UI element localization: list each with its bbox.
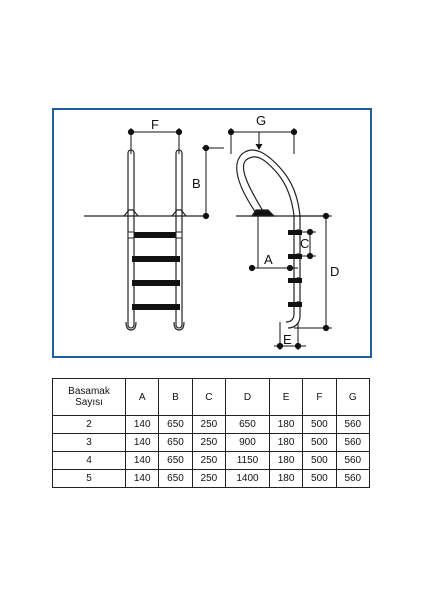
cell: 250 <box>191 451 227 470</box>
anchor-base <box>250 209 276 217</box>
cell: 180 <box>268 451 304 470</box>
label-b: B <box>192 176 201 191</box>
cell: 250 <box>191 469 227 488</box>
table-row: 4 140 650 250 1150 180 500 560 <box>52 451 371 470</box>
left-flange <box>123 209 139 217</box>
right-flange <box>171 209 187 217</box>
cell: 560 <box>335 469 371 488</box>
label-d: D <box>330 264 339 279</box>
label-c: C <box>300 236 309 251</box>
cell: 140 <box>124 469 160 488</box>
header-step-count: Basamak Sayısı <box>52 378 126 416</box>
cell: 560 <box>335 433 371 452</box>
step-4 <box>132 304 180 310</box>
header-step-count-line1: Basamak <box>68 386 110 397</box>
cell: 560 <box>335 451 371 470</box>
side-step-3 <box>288 278 302 283</box>
dimension-d <box>294 212 332 332</box>
cell: 650 <box>158 469 193 488</box>
cell: 500 <box>302 451 337 470</box>
header-c: C <box>191 378 227 416</box>
cell: 500 <box>302 433 337 452</box>
dimension-a <box>248 216 298 272</box>
header-g: G <box>335 378 371 416</box>
header-b: B <box>158 378 193 416</box>
cell: 250 <box>191 415 227 434</box>
handrail-inner <box>242 156 295 323</box>
table-row: 5 140 650 250 1400 180 500 560 <box>52 469 371 488</box>
ladder-diagram-frame: F B <box>52 108 372 358</box>
cell: 900 <box>225 433 270 452</box>
header-a: A <box>124 378 160 416</box>
cell: 180 <box>268 469 304 488</box>
cell: 140 <box>124 415 160 434</box>
header-f: F <box>302 378 337 416</box>
header-step-count-line2: Sayısı <box>75 397 103 408</box>
cell: 140 <box>124 433 160 452</box>
dimension-b <box>202 144 224 220</box>
table-row: 3 140 650 250 900 180 500 560 <box>52 433 371 452</box>
dimension-table: Basamak Sayısı A B C D E F G 2 140 650 2… <box>52 378 371 488</box>
dimension-c <box>290 228 316 307</box>
dimension-g <box>227 128 298 154</box>
right-rail <box>175 149 183 329</box>
cell: 4 <box>52 451 126 470</box>
cell: 1400 <box>225 469 270 488</box>
dimension-e <box>274 322 306 350</box>
label-a: A <box>264 252 273 267</box>
cell: 650 <box>225 415 270 434</box>
side-step-4 <box>288 302 302 307</box>
ladder-diagram: F B <box>84 113 339 350</box>
cell: 500 <box>302 469 337 488</box>
left-rail-foot <box>125 321 137 331</box>
cell: 2 <box>52 415 126 434</box>
table-row: 2 140 650 250 650 180 500 560 <box>52 415 371 434</box>
cell: 250 <box>191 433 227 452</box>
left-rail <box>127 149 135 329</box>
cell: 500 <box>302 415 337 434</box>
cell: 650 <box>158 451 193 470</box>
cell: 560 <box>335 415 371 434</box>
cell: 180 <box>268 415 304 434</box>
table-header-row: Basamak Sayısı A B C D E F G <box>52 378 371 416</box>
cell: 180 <box>268 433 304 452</box>
header-d: D <box>225 378 270 416</box>
step-1 <box>132 232 180 238</box>
label-e: E <box>283 332 292 347</box>
step-3 <box>132 280 180 286</box>
header-e: E <box>268 378 304 416</box>
cell: 140 <box>124 451 160 470</box>
cell: 650 <box>158 433 193 452</box>
right-rail-foot <box>173 321 185 331</box>
cell: 3 <box>52 433 126 452</box>
cell: 1150 <box>225 451 270 470</box>
handrail-outer <box>236 149 301 329</box>
side-view-ladder <box>236 149 324 329</box>
front-view-steps <box>127 231 183 310</box>
dimension-f <box>127 128 183 154</box>
label-f: F <box>151 117 159 132</box>
front-view-ladder <box>84 149 204 331</box>
step-2 <box>132 256 180 262</box>
label-g: G <box>256 113 266 128</box>
cell: 650 <box>158 415 193 434</box>
cell: 5 <box>52 469 126 488</box>
